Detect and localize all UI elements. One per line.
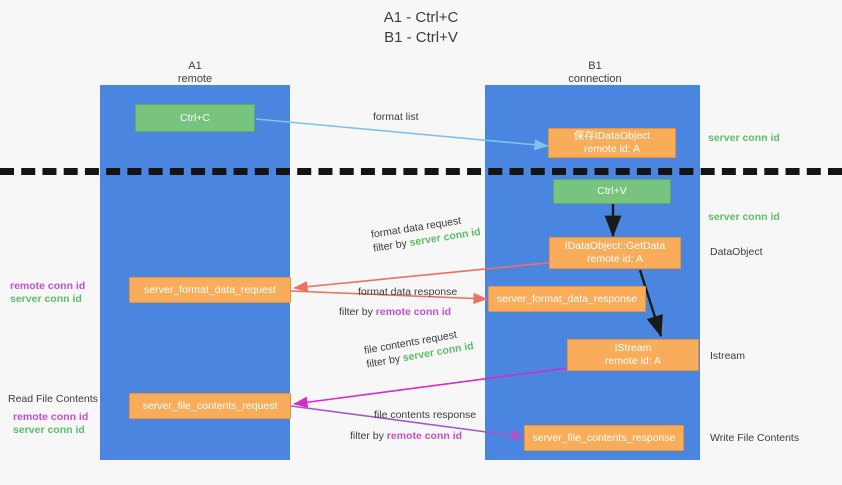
column-a1-name: A1	[188, 60, 202, 72]
note-dataobject: DataObject	[710, 246, 763, 258]
edge-label-format-list: format list	[373, 110, 419, 124]
edge-format-data-response-filter-token: remote conn id	[375, 306, 452, 318]
page-title: A1 - Ctrl+C B1 - Ctrl+V	[0, 8, 842, 48]
box-server-format-data-response-label: server_format_data_response	[496, 292, 638, 305]
box-server-format-data-request[interactable]: server_format_data_request	[129, 277, 291, 303]
box-server-file-contents-response[interactable]: server_file_contents_response	[524, 425, 684, 451]
box-ctrl-v[interactable]: Ctrl+V	[553, 179, 671, 204]
box-ctrl-c[interactable]: Ctrl+C	[135, 104, 255, 132]
edge-label-format-data-response: format data response filter by remote co…	[339, 285, 458, 319]
title-line-1: A1 - Ctrl+C	[383, 9, 459, 26]
box-idataobject-getdata-line2: remote id: A	[586, 253, 644, 265]
box-idataobject-getdata[interactable]: IDataObject::GetData remote id: A	[549, 237, 681, 269]
edge-format-data-response-filter-prefix: filter by	[339, 306, 376, 318]
column-b1-sub: connection	[568, 73, 622, 85]
box-server-format-data-response[interactable]: server_format_data_response	[488, 286, 646, 312]
note-server-conn-id-1: server conn id	[10, 293, 82, 305]
column-a1-sub: remote	[177, 73, 213, 85]
column-b1-name: B1	[588, 60, 602, 72]
edge-label-format-list-text: format list	[373, 111, 419, 123]
note-remote-conn-id-1: remote conn id	[10, 280, 86, 292]
title-line-2: B1 - Ctrl+V	[384, 29, 458, 46]
edge-label-format-data-request: format data request filter by server con…	[370, 211, 482, 256]
box-istream[interactable]: IStream remote id: A	[567, 339, 699, 371]
note-istream: Istream	[710, 350, 746, 362]
box-ctrl-v-label: Ctrl+V	[597, 185, 627, 197]
box-save-idataobject-line1: 保存IDataObject	[573, 130, 651, 142]
edge-label-file-contents-request: file contents request filter by server c…	[363, 325, 475, 371]
edge-label-file-contents-response: file contents response filter by remote …	[350, 408, 477, 443]
box-istream-line1: IStream	[614, 342, 652, 354]
box-idataobject-getdata-line1: IDataObject::GetData	[564, 240, 666, 252]
box-ctrl-c-label: Ctrl+C	[179, 111, 211, 124]
box-server-format-data-request-label: server_format_data_request	[144, 283, 276, 296]
column-header-b1: B1 connection	[540, 60, 650, 86]
note-server-conn-id-2: server conn id	[13, 424, 85, 436]
note-remote-conn-id-2: remote conn id	[13, 411, 89, 423]
edge-file-contents-response-filter-prefix: filter by	[350, 430, 387, 442]
box-istream-line2: remote id: A	[604, 355, 662, 367]
column-header-a1: A1 remote	[140, 60, 250, 86]
box-save-idataobject[interactable]: 保存IDataObject remote id: A	[548, 128, 676, 158]
box-server-file-contents-request-label: server_file_contents_request	[142, 399, 278, 412]
box-server-file-contents-request[interactable]: server_file_contents_request	[129, 393, 291, 419]
phase-divider	[0, 168, 842, 175]
note-read-file-contents: Read File Contents	[8, 393, 98, 405]
note-server-conn-id-mid: server conn id	[708, 211, 780, 223]
note-write-file-contents: Write File Contents	[710, 432, 800, 444]
edge-format-data-response-text: format data response	[358, 286, 458, 298]
box-server-file-contents-response-label: server_file_contents_response	[532, 431, 676, 444]
edge-file-contents-response-filter-token: remote conn id	[386, 430, 463, 442]
box-save-idataobject-line2: remote id: A	[583, 143, 641, 155]
note-server-conn-id-top: server conn id	[708, 132, 780, 144]
edge-file-contents-response-text: file contents response	[374, 409, 477, 421]
